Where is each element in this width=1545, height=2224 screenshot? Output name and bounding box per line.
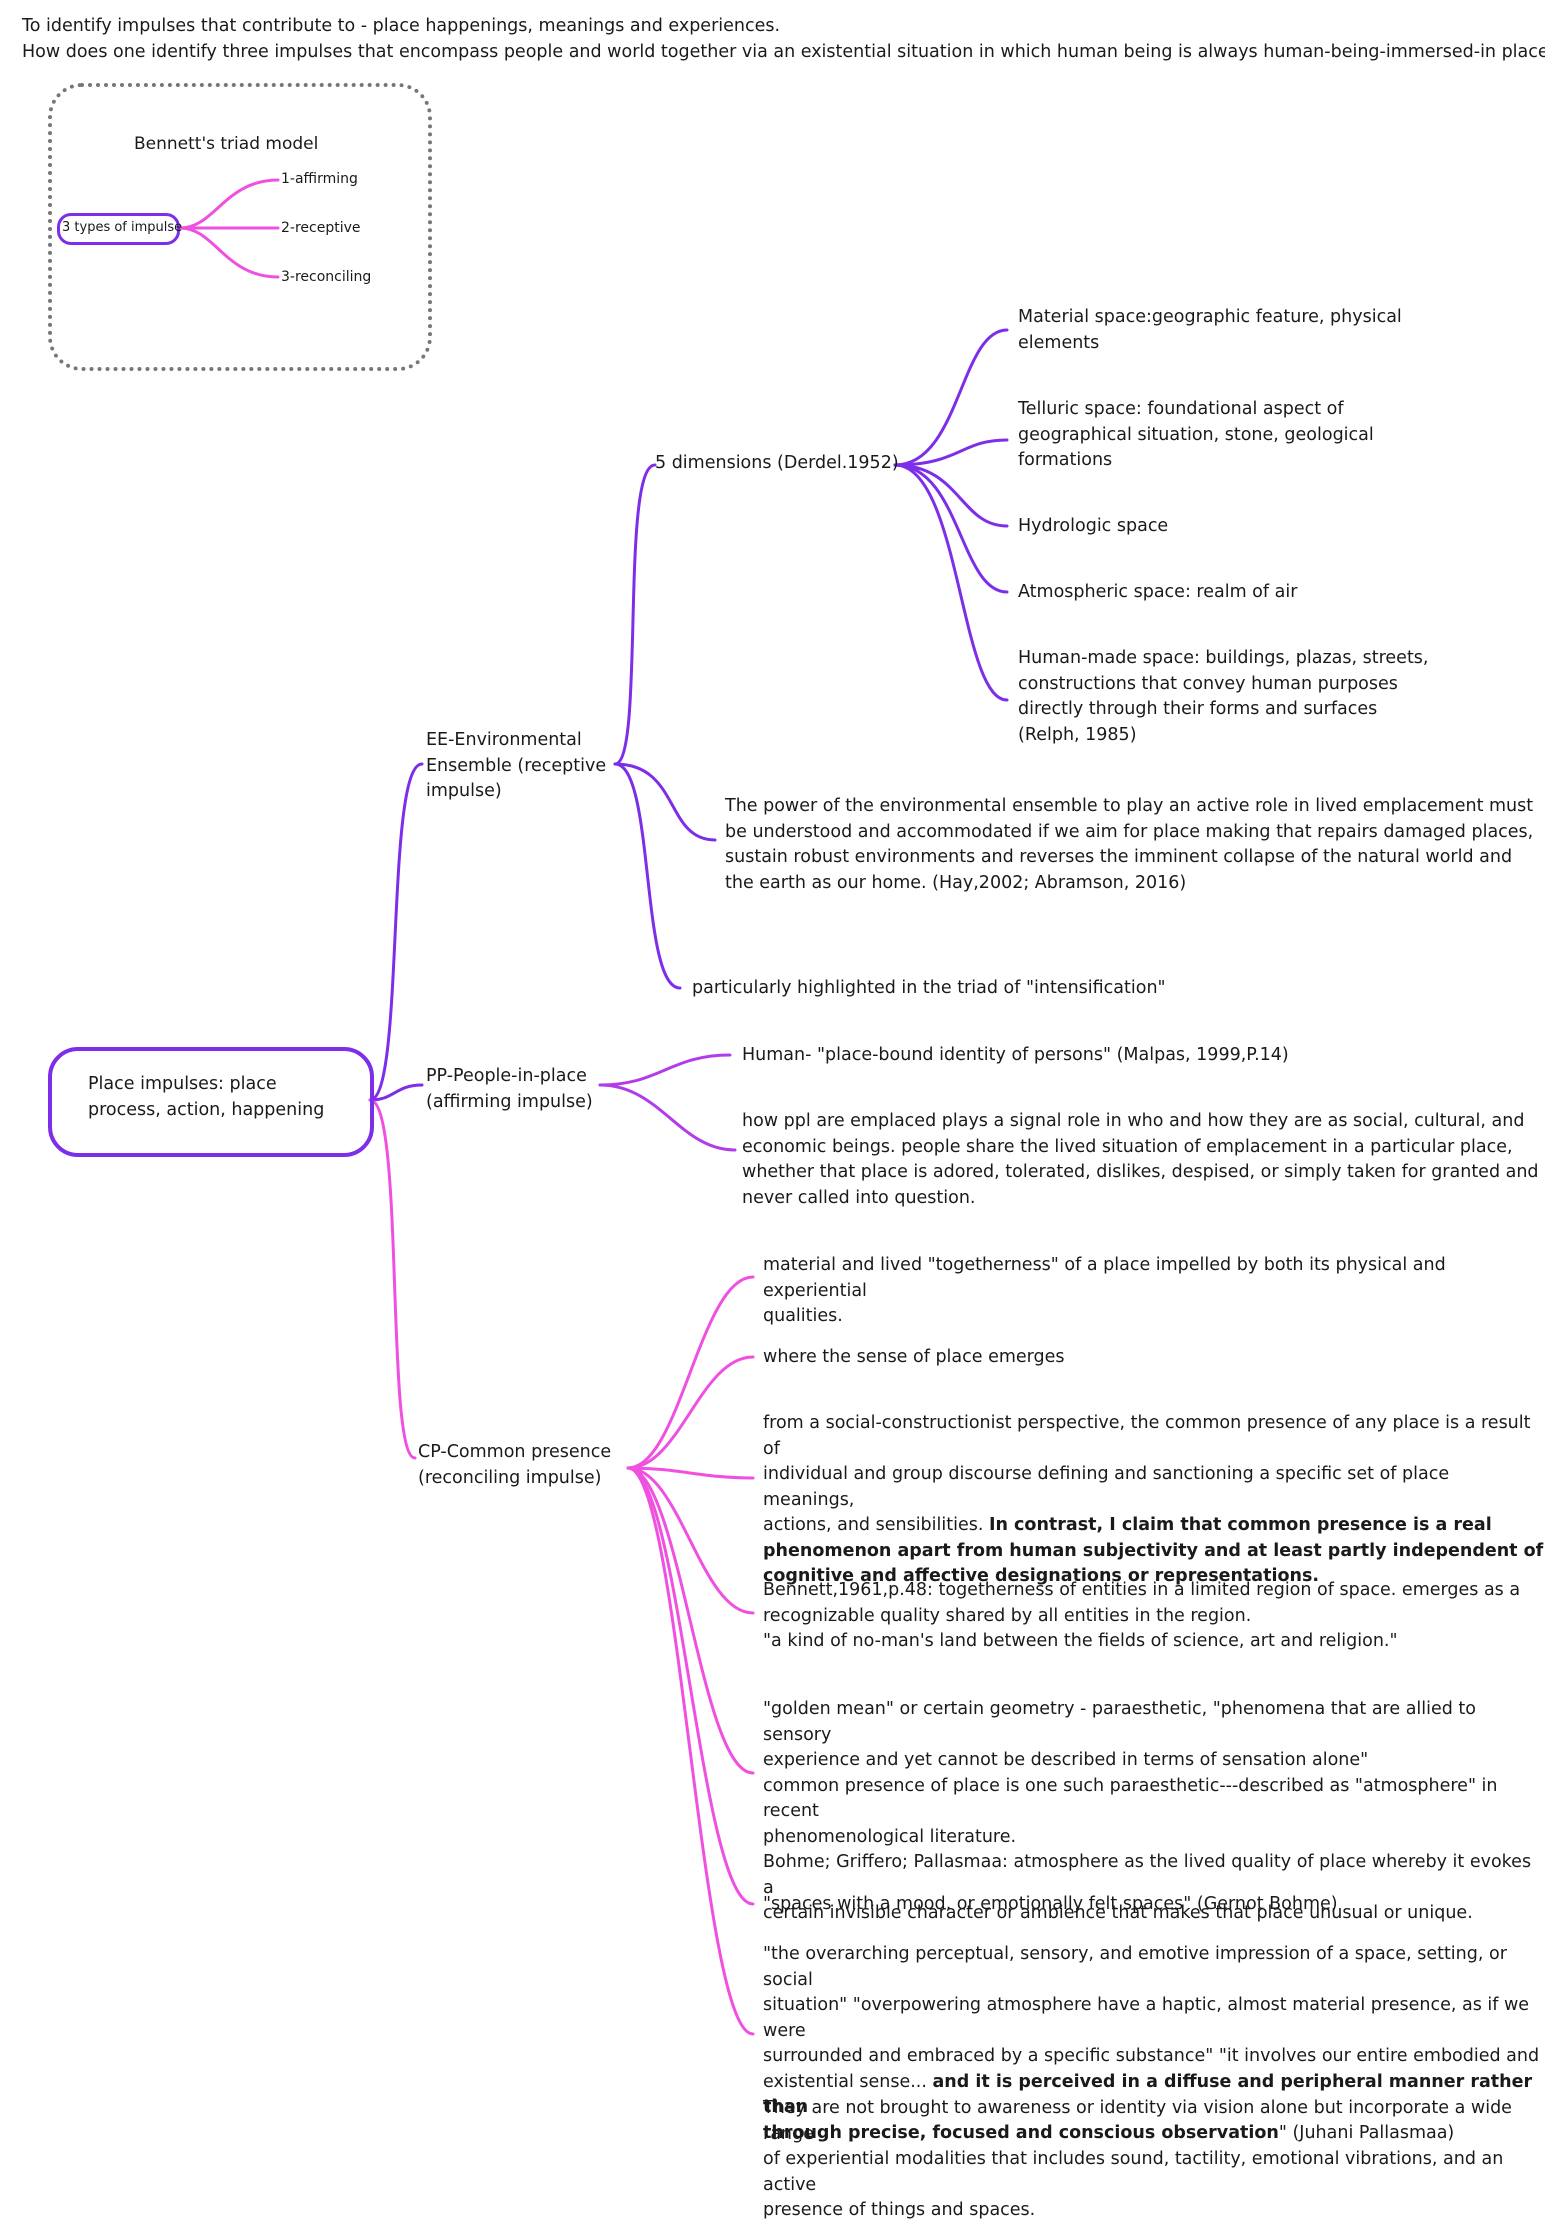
ee-link-dimensions bbox=[613, 463, 657, 766]
cp-item-bennett: Bennett,1961,p.48: togetherness of entit… bbox=[763, 1580, 1521, 1651]
triad-item-reconciling: 3-reconciling bbox=[281, 269, 372, 285]
triad-center-box[interactable] bbox=[57, 213, 180, 245]
cp-item7-plain: "the overarching perceptual, sensory, an… bbox=[763, 1944, 1540, 2092]
pp-link-1 bbox=[598, 1053, 732, 1087]
root-node-label: Place impulses: place process, action, h… bbox=[88, 1074, 325, 1120]
cp-item3-bold: In contrast, I claim that common presenc… bbox=[763, 1515, 1544, 1586]
cp-link-7 bbox=[626, 1466, 755, 2036]
triad-center-label: 3 types of impulse bbox=[62, 220, 183, 235]
dimension-atmospheric: Atmospheric space: realm of air bbox=[1018, 582, 1298, 602]
ee-link-power bbox=[613, 762, 717, 842]
cp-item-sense: where the sense of place emerges bbox=[763, 1347, 1065, 1367]
cp-link-3 bbox=[626, 1466, 755, 1480]
cp-item7-bold: and it is perceived in a diffuse and per… bbox=[763, 2071, 1533, 2143]
dimension-hydrologic: Hydrologic space bbox=[1018, 516, 1169, 536]
ee-power-text: The power of the environmental ensemble … bbox=[725, 796, 1534, 893]
ee-label: EE-Environmental Ensemble (receptive imp… bbox=[426, 730, 607, 801]
cp-item7-tail: " (Juhani Pallasmaa) bbox=[1278, 2122, 1455, 2143]
header-line-1: To identify impulses that contribute to … bbox=[22, 16, 781, 36]
ee-highlight-text: particularly highlighted in the triad of… bbox=[692, 978, 1166, 998]
cp-item-pallasmaa: "the overarching perceptual, sensory, an… bbox=[763, 1942, 1545, 2146]
triad-link-reconciling bbox=[178, 226, 280, 279]
root-link-ee bbox=[368, 762, 424, 1102]
header-line-2: How does one identify three impulses tha… bbox=[22, 42, 1545, 62]
dim-link-4 bbox=[893, 463, 1009, 594]
dim-link-2 bbox=[893, 438, 1009, 467]
triad-container bbox=[48, 83, 432, 371]
cp-item3-plain: from a social-constructionist perspectiv… bbox=[763, 1413, 1531, 1535]
cp-link-2 bbox=[626, 1355, 755, 1470]
dim-link-1 bbox=[893, 328, 1009, 467]
root-link-cp bbox=[368, 1098, 417, 1460]
dim-link-5 bbox=[893, 463, 1009, 702]
triad-item-receptive: 2-receptive bbox=[281, 220, 361, 236]
dimension-material: Material space:geographic feature, physi… bbox=[1018, 307, 1402, 353]
dim-link-3 bbox=[893, 463, 1009, 528]
pp-item-emplacement: how ppl are emplaced plays a signal role… bbox=[742, 1111, 1539, 1208]
pp-label: PP-People-in-place (affirming impulse) bbox=[426, 1066, 593, 1112]
pp-link-2 bbox=[598, 1083, 737, 1152]
cp-item-golden-mean: "golden mean" or certain geometry - para… bbox=[763, 1699, 1532, 1923]
dimension-human-made: Human-made space: buildings, plazas, str… bbox=[1018, 648, 1429, 745]
root-node-box[interactable] bbox=[48, 1047, 374, 1157]
cp-item-modalities: They are not brought to awareness or ide… bbox=[763, 2098, 1512, 2220]
ee-link-highlight bbox=[613, 762, 682, 990]
cp-item-bohme: "spaces with a mood, or emotionally felt… bbox=[763, 1894, 1338, 1914]
cp-link-1 bbox=[626, 1275, 755, 1470]
cp-label: CP-Common presence (reconciling impulse) bbox=[418, 1442, 612, 1488]
root-link-pp bbox=[368, 1083, 424, 1102]
cp-link-5 bbox=[626, 1466, 755, 1775]
cp-link-4 bbox=[626, 1466, 755, 1615]
triad-title: Bennett's triad model bbox=[134, 134, 319, 154]
pp-item-identity: Human- "place-bound identity of persons"… bbox=[742, 1045, 1289, 1065]
cp-item-togetherness: material and lived "togetherness" of a p… bbox=[763, 1255, 1446, 1326]
triad-item-affirming: 1-affirming bbox=[281, 171, 358, 187]
dimension-telluric: Telluric space: foundational aspect of g… bbox=[1018, 399, 1374, 470]
cp-link-6 bbox=[626, 1466, 755, 1906]
ee-dimensions-label: 5 dimensions (Derdel.1952) bbox=[655, 453, 899, 473]
cp-item-social-constructionist: from a social-constructionist perspectiv… bbox=[763, 1411, 1545, 1590]
triad-link-affirming bbox=[178, 178, 280, 230]
